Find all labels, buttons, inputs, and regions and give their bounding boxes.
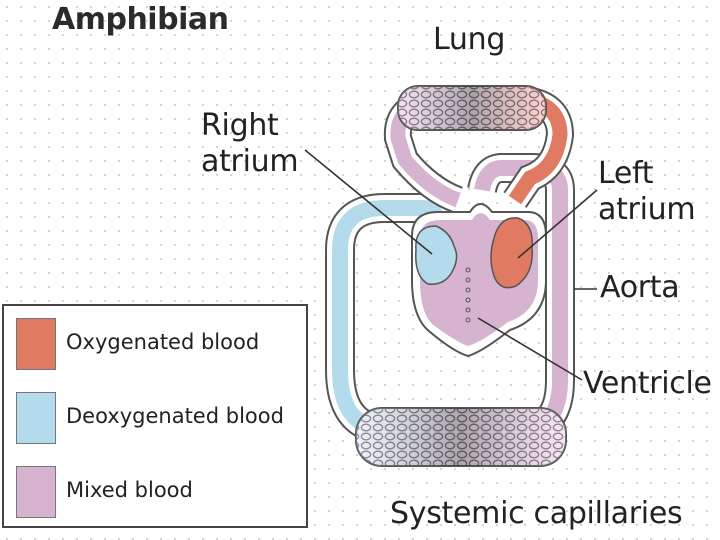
- right-atrium-chamber: [415, 225, 458, 285]
- diagram-title: Amphibian: [52, 2, 229, 37]
- legend-swatch-deoxygenated: [16, 392, 56, 444]
- legend-label-mixed: Mixed blood: [66, 478, 193, 502]
- legend-item-mixed: Mixed blood: [16, 466, 306, 518]
- aorta-label: Aorta: [600, 270, 680, 305]
- left-atrium-label-line1: Left: [598, 156, 654, 191]
- right-atrium-leader: [304, 149, 433, 255]
- legend-item-deoxygenated: Deoxygenated blood: [16, 392, 306, 444]
- left-atrium-chamber: [490, 217, 533, 289]
- legend-label-oxygenated: Oxygenated blood: [66, 330, 260, 354]
- left-atrium-label: Left atrium: [598, 156, 696, 228]
- legend-label-deoxygenated: Deoxygenated blood: [66, 404, 284, 428]
- left-atrium-leader: [517, 189, 598, 259]
- ventricle-label: Ventricle: [583, 366, 712, 401]
- legend-swatch-oxygenated: [16, 318, 56, 370]
- right-atrium-label-line2: atrium: [201, 144, 299, 179]
- ventricle-dots: [465, 267, 471, 323]
- lung-label: Lung: [433, 22, 506, 57]
- systemic-capillaries-label: Systemic capillaries: [390, 496, 683, 531]
- systemic-capillaries: [355, 407, 567, 467]
- ventricle-leader: [477, 317, 583, 381]
- legend: Oxygenated blood Deoxygenated blood Mixe…: [2, 304, 308, 528]
- right-atrium-label-line1: Right: [201, 108, 279, 143]
- legend-item-oxygenated: Oxygenated blood: [16, 318, 306, 370]
- right-atrium-label: Right atrium: [201, 108, 299, 180]
- left-atrium-label-line2: atrium: [598, 192, 696, 227]
- lung-capillaries: [397, 85, 547, 131]
- legend-swatch-mixed: [16, 466, 56, 518]
